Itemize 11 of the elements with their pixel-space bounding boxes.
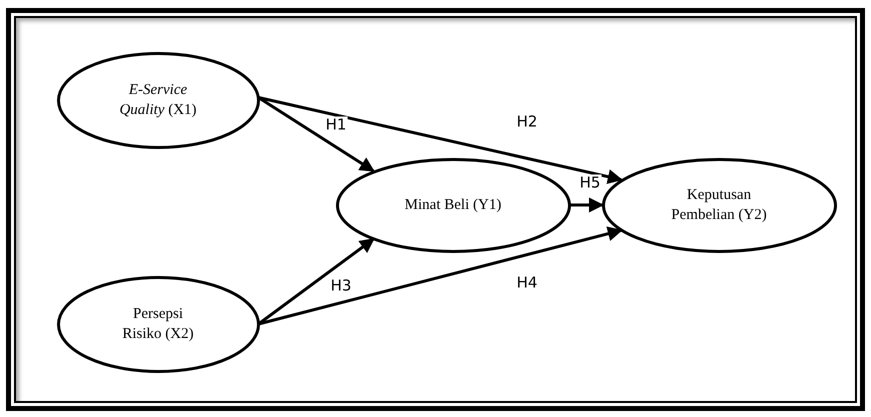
arrow [258,226,623,326]
arrow [570,198,604,212]
node-label: E-Service Quality (X1) [118,81,198,120]
ellipse-node [336,158,570,252]
ellipse-node [56,276,260,372]
node-label: Keputusan Pembelian (Y2) [670,186,768,225]
node-label: Persepsi Risiko (X2) [121,305,195,344]
arrow [258,96,623,184]
node-label: Minat Beli (Y1) [404,196,502,215]
ellipse-node [602,158,836,252]
ellipse-node [56,52,260,148]
